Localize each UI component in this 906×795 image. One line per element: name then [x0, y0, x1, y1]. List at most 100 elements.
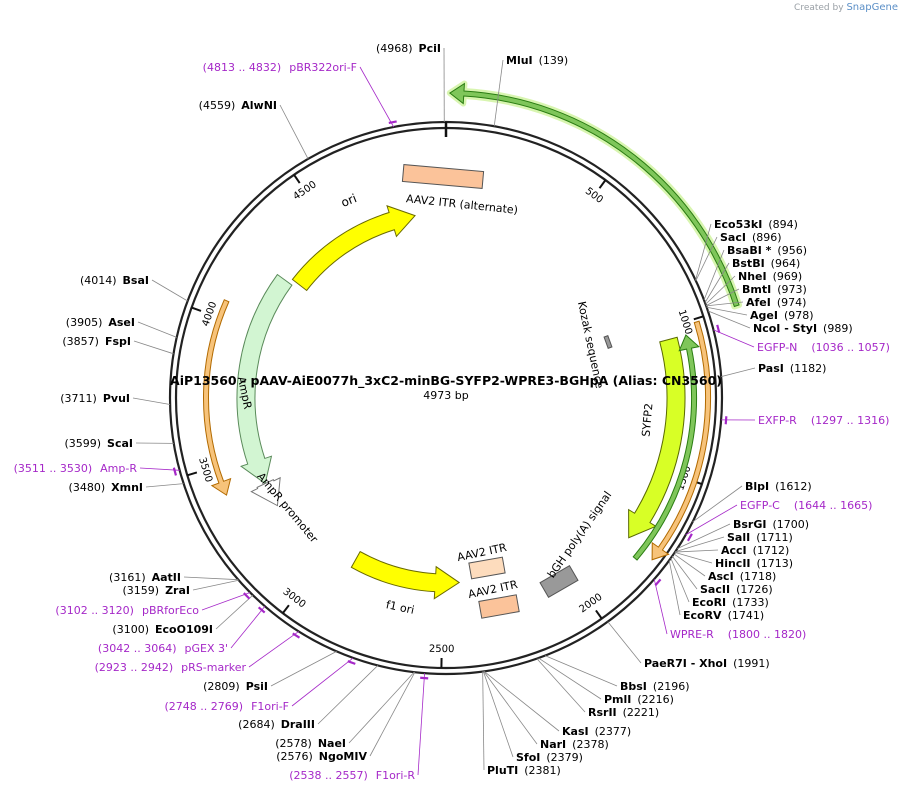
- site-asci: AscI(1718): [708, 570, 776, 583]
- primer-pgex-3: (3042 .. 3064)pGEX 3': [98, 642, 228, 655]
- leader-afei: [706, 301, 744, 307]
- leader-asci: [673, 553, 706, 577]
- leader-bmti: [705, 288, 740, 306]
- site-pmli: PmlI(2216): [604, 693, 674, 706]
- site-sfoi: SfoI(2379): [516, 751, 583, 764]
- tick-500: [598, 179, 607, 189]
- leader-ecori: [670, 557, 690, 603]
- site-ecori: EcoRI(1733): [692, 596, 769, 609]
- site-nhei: NheI(969): [738, 270, 802, 283]
- leader-psii: [270, 651, 337, 687]
- primer-amp-r: (3511 .. 3530)Amp-R: [14, 462, 138, 475]
- site-paer7i-xhoi: PaeR7I - XhoI(1991): [644, 657, 770, 670]
- feature-f1-ori: [350, 550, 461, 600]
- primer-exfp-r: EXFP-R(1297 .. 1316): [758, 414, 889, 427]
- tick-3000: [282, 604, 290, 614]
- inner-label-bgh-poly-a-signal: bGH poly(A) signal: [545, 489, 615, 581]
- primer-mark: [388, 120, 397, 125]
- tick-1000: [693, 315, 704, 321]
- leader-pmli: [538, 657, 602, 700]
- primer-leader-f1ori-r: [417, 673, 425, 776]
- site-agei: AgeI(978): [750, 309, 814, 322]
- site-hincii: HincII(1713): [715, 557, 793, 570]
- feature-green-right: [632, 334, 700, 561]
- primer-leader-wpre-r: [653, 579, 668, 635]
- site-nari: NarI(2378): [540, 738, 609, 751]
- feature-orange-left: [203, 299, 232, 496]
- leader-ecoo109i: [215, 594, 254, 630]
- primer-leader-pbr322ori-f: [359, 66, 395, 128]
- plasmid-length: 4973 bp: [423, 389, 468, 402]
- site-mlui: MluI(139): [506, 54, 568, 67]
- site-bstbi: BstBI(964): [732, 257, 800, 270]
- feature-syfp2: [628, 336, 686, 539]
- feature-orange-right: [651, 320, 711, 561]
- leader-nhei: [705, 275, 736, 305]
- leader-bsrgi: [677, 523, 731, 549]
- leader-eco53ki: [695, 223, 712, 281]
- primer-leader-egfp-n: [713, 329, 755, 348]
- site-pasi: PasI(1182): [758, 362, 826, 375]
- tick-label: 3000: [281, 586, 308, 610]
- leader-alwni: [279, 104, 309, 160]
- leader-asei: [137, 321, 177, 338]
- site-eco53ki: Eco53kI(894): [714, 218, 798, 231]
- leader-pluti: [482, 671, 485, 771]
- primer-egfp-c: EGFP-C(1644 .. 1665): [740, 499, 872, 512]
- site-kasi: KasI(2377): [562, 725, 631, 738]
- site-sacii: SacII(1726): [700, 583, 773, 596]
- primer-mark: [716, 324, 721, 333]
- snapgene-logo: SnapGene: [846, 2, 898, 13]
- primer-prs-marker: (2923 .. 2942)pRS-marker: [95, 661, 247, 674]
- box-kozak-sequence: [603, 335, 613, 349]
- leader-sali: [675, 536, 725, 553]
- box-layer: [401, 164, 613, 619]
- site-pvui: (3711)PvuI: [60, 392, 130, 405]
- site-fspi: (3857)FspI: [62, 335, 131, 348]
- leader-nari: [483, 671, 538, 745]
- inner-label-layer: AAV2 ITR (alternate)Kozak sequenceSYFP2b…: [235, 191, 656, 617]
- primer-leader-pgex-3: [230, 606, 266, 649]
- tick-4000: [191, 306, 202, 312]
- leader-ncoi-styi: [707, 310, 751, 329]
- site-afei: AfeI(974): [746, 296, 806, 309]
- leader-ecorv: [668, 560, 681, 616]
- leader-pvui: [132, 397, 171, 405]
- site-draiii: (2684)DraIII: [238, 718, 315, 731]
- site-bsabi: BsaBI *(956): [727, 244, 807, 257]
- primer-leader-f1ori-f: [291, 657, 354, 707]
- primer-mark: [172, 467, 178, 476]
- leader-bbsi: [544, 655, 618, 687]
- leader-mlui: [493, 59, 504, 127]
- primer-f1ori-f: (2748 .. 2769)F1ori-F: [165, 700, 290, 713]
- tick-label: 2000: [577, 592, 604, 616]
- site-ncoi-styi: NcoI - StyI(989): [753, 322, 853, 335]
- site-acci: AccI(1712): [721, 544, 789, 557]
- tick-label: 1000: [676, 308, 694, 336]
- leader-ngomiv: [369, 672, 416, 757]
- leader-bsai: [151, 279, 188, 302]
- leader-zrai: [192, 579, 239, 591]
- site-blpi: BlpI(1612): [745, 480, 812, 493]
- primer-mark: [686, 533, 693, 542]
- box-aav2-itr-bottom: [478, 594, 520, 619]
- site-bmti: BmtI(973): [742, 283, 807, 296]
- site-naei: (2578)NaeI: [275, 737, 346, 750]
- leader-rsrii: [536, 658, 586, 713]
- site-bsai: (4014)BsaI: [80, 274, 149, 287]
- primer-pbrforeco: (3102 .. 3120)pBRforEco: [55, 604, 199, 617]
- tick-label: 2500: [429, 644, 455, 655]
- leader-sacii: [671, 555, 698, 590]
- primer-pbr322ori-f: (4813 .. 4832)pBR322ori-F: [203, 61, 357, 74]
- inner-label-aav2-itr-alternate: AAV2 ITR (alternate): [406, 192, 519, 217]
- box-aav2-itr-top: [468, 556, 506, 580]
- leader-bstbi: [704, 262, 730, 303]
- leader-sfoi: [482, 671, 514, 758]
- tick-2000: [595, 609, 603, 620]
- leader-blpi: [692, 485, 743, 523]
- site-zrai: (3159)ZraI: [123, 584, 191, 597]
- leader-naei: [348, 671, 415, 744]
- leader-bsabi: [703, 249, 725, 301]
- leader-aatii: [183, 576, 239, 581]
- feature-layer: [203, 80, 743, 600]
